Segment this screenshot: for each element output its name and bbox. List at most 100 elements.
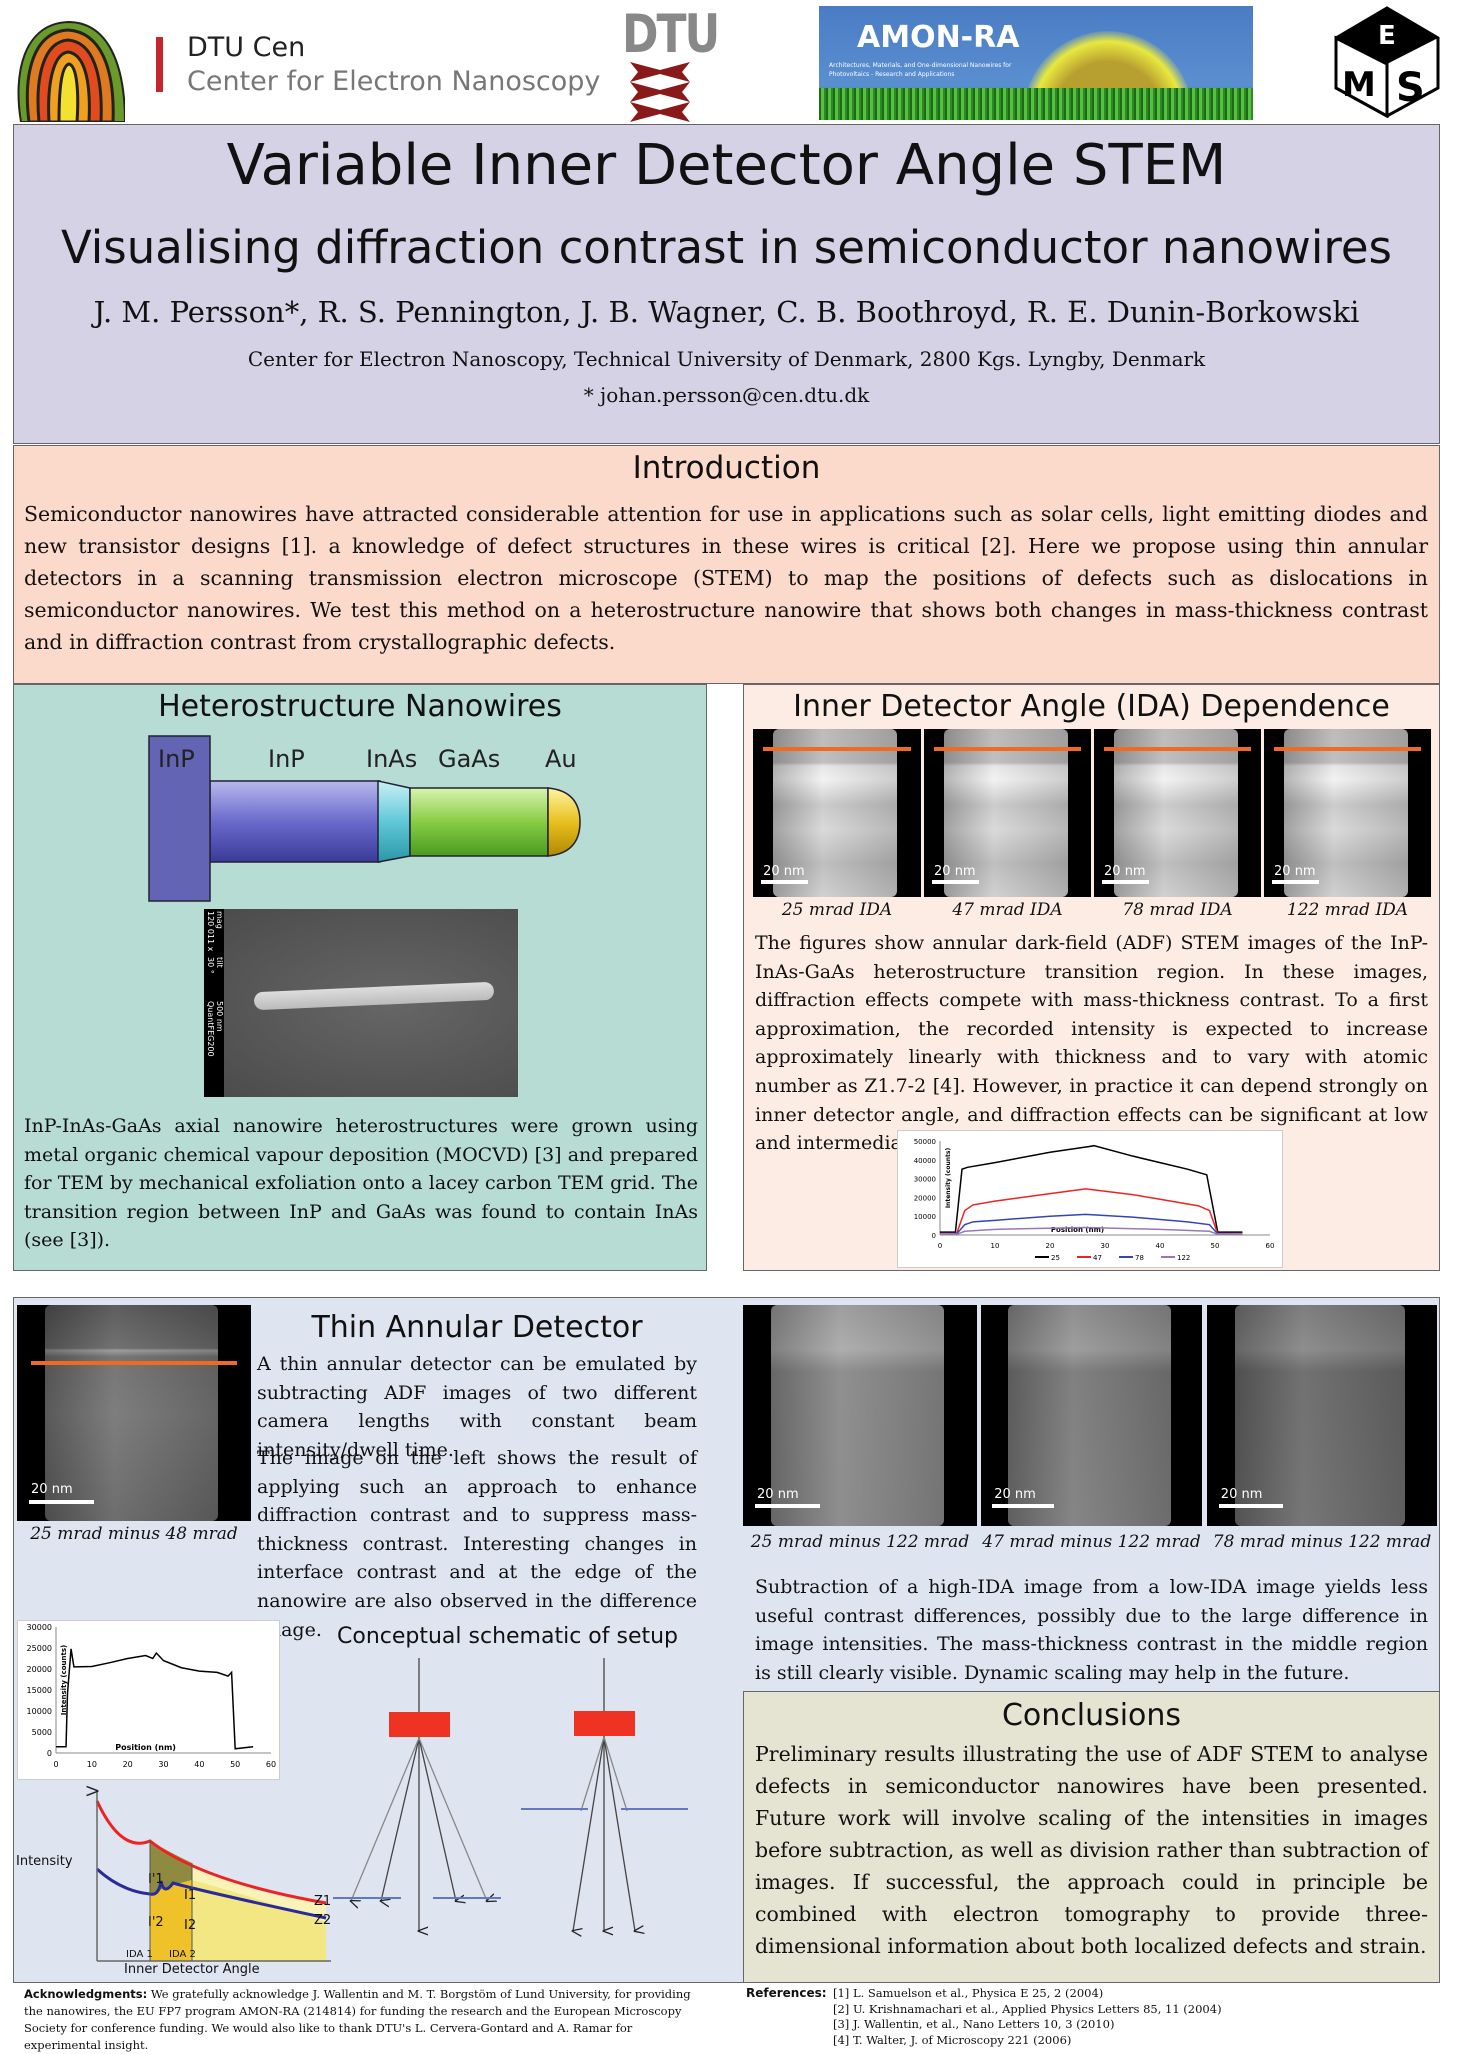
x-tick-label: 60 <box>266 1760 276 1769</box>
cen-logo <box>13 14 127 124</box>
affiliation: Center for Electron Nanoscopy, Technical… <box>247 347 1206 371</box>
y-tick-label: 0 <box>47 1749 52 1758</box>
x-tick-label: 40 <box>194 1760 204 1769</box>
poster-title: Variable Inner Detector Angle STEM <box>226 133 1227 198</box>
inp-rod <box>209 780 381 863</box>
au-cap <box>547 787 581 857</box>
conclusions-panel: Conclusions Preliminary results illustra… <box>743 1691 1440 1983</box>
thin-annular-heading: Thin Annular Detector <box>311 1310 643 1345</box>
x-tick-label: 50 <box>1211 1242 1220 1250</box>
sem-tilt-label: tilt <box>215 957 224 968</box>
heterostructure-heading: Heterostructure Nanowires <box>158 689 562 724</box>
thin-annular-text-1: A thin annular detector can be emulated … <box>257 1353 697 1461</box>
sem-instrument: QuantFEG200 <box>206 1001 215 1057</box>
label-inp-substrate: InP <box>158 745 195 773</box>
x-tick-label: 20 <box>1046 1242 1055 1250</box>
ida-diagram-z1: Z1 <box>314 1894 332 1909</box>
ida-diagram-ylabel: Intensity <box>16 1854 73 1869</box>
y-axis-label: Intensity (counts) <box>945 1148 952 1209</box>
y-tick-label: 10000 <box>914 1213 936 1221</box>
ida-diagram-z2: Z2 <box>314 1913 332 1928</box>
y-tick-label: 50000 <box>914 1138 936 1146</box>
x-tick-label: 10 <box>87 1760 97 1769</box>
ida-panel: Inner Detector Angle (IDA) Dependence 20… <box>743 684 1440 1271</box>
svg-text:M: M <box>1342 65 1376 105</box>
y-tick-label: 15000 <box>27 1686 52 1695</box>
stem-image-25-minus-122: 20 nm <box>743 1305 977 1526</box>
caption-78: 78 mrad IDA <box>1122 900 1233 920</box>
label-gaas: GaAs <box>438 745 501 773</box>
stem-image-78: 20 nm <box>1094 729 1261 897</box>
specimen-2 <box>574 1711 635 1736</box>
introduction-heading: Introduction <box>632 450 821 486</box>
inp-substrate-block <box>148 735 211 902</box>
caption-25-minus-122: 25 mrad minus 122 mrad <box>750 1532 970 1552</box>
svg-text:E: E <box>1378 21 1396 51</box>
acknowledgments-label: Acknowledgments: <box>24 1987 148 2001</box>
nanowire-diagram <box>148 735 581 902</box>
introduction-panel: Introduction Semiconductor nanowires hav… <box>13 445 1440 684</box>
ems-logo: E M S <box>1334 6 1440 119</box>
x-tick-label: 0 <box>53 1760 58 1769</box>
inas-segment <box>377 780 411 863</box>
references-list: [1] L. Samuelson et al., Physica E 25, 2… <box>833 1986 1222 2048</box>
stem-image-difference: 20 nm <box>17 1305 251 1521</box>
thin-annular-text-2: The image on the left shows the result o… <box>257 1447 697 1641</box>
series-line-25 <box>940 1144 1243 1233</box>
introduction-text: Semiconductor nanowires have attracted c… <box>24 502 1428 654</box>
title-panel: Variable Inner Detector Angle STEM Visua… <box>13 124 1440 444</box>
stem-image-47: 20 nm <box>924 729 1091 897</box>
x-tick-label: 0 <box>938 1242 942 1250</box>
ida-diagram-ida2: IDA 2 <box>169 1949 196 1960</box>
stem-image-47-minus-122: 20 nm <box>981 1305 1202 1526</box>
specimen-1 <box>389 1712 450 1737</box>
series-line-78 <box>939 1213 1243 1236</box>
heterostructure-text: InP-InAs-GaAs axial nanowire heterostruc… <box>24 1115 698 1252</box>
label-inas: InAs <box>366 745 418 773</box>
stem-image-122: 20 nm <box>1264 729 1431 897</box>
contact-email: * johan.persson@cen.dtu.dk <box>583 383 870 407</box>
amonra-logo: AMON-RA Architectures, Materials, and On… <box>819 6 1253 120</box>
sem-scale-label: 500 nm <box>215 1001 224 1032</box>
reference-2: [2] U. Krishnamachari et al., Applied Ph… <box>833 2001 1222 2016</box>
x-tick-label: 40 <box>1156 1242 1165 1250</box>
legend-label: 122 <box>1177 1254 1190 1262</box>
stem-image-25: 20 nm <box>753 729 921 897</box>
thin-annular-panel: 20 nm 25 mrad minus 48 mrad Thin Annular… <box>13 1297 1440 1983</box>
svg-text:S: S <box>1396 65 1425 111</box>
x-tick-label: 30 <box>158 1760 168 1769</box>
x-axis-label: Position (nm) <box>1051 1226 1104 1234</box>
series-line-122 <box>939 1226 1243 1236</box>
x-tick-label: 10 <box>991 1242 1000 1250</box>
reference-4: [4] T. Walter, J. of Microscopy 221 (200… <box>833 2032 1072 2047</box>
caption-122: 122 mrad IDA <box>1286 900 1409 920</box>
caption-78-minus-122: 78 mrad minus 122 mrad <box>1212 1532 1432 1552</box>
thin-annular-text-3: Subtraction of a high-IDA image from a l… <box>755 1576 1428 1684</box>
sem-mag-value: 120 011 x <box>206 911 215 952</box>
gaas-segment <box>409 787 549 857</box>
ida-conceptual-diagram <box>97 1791 331 1962</box>
conclusions-text: Preliminary results illustrating the use… <box>755 1742 1428 1958</box>
ida-diagram-i2-prime: I'2 <box>148 1915 164 1930</box>
cen-logo-bar <box>156 37 163 92</box>
ida-text: The figures show annular dark-field (ADF… <box>755 932 1428 1155</box>
x-axis-label: Position (nm) <box>115 1743 176 1752</box>
setup-schematic <box>14 1658 688 1962</box>
cen-full-name: Center for Electron Nanoscopy <box>187 66 601 97</box>
cen-name: DTU Cen <box>187 32 306 63</box>
authors: J. M. Persson*, R. S. Pennington, J. B. … <box>93 295 1360 329</box>
acknowledgments: Acknowledgments: We gratefully acknowled… <box>24 1986 704 2054</box>
reference-3: [3] J. Wallentin, et al., Nano Letters 1… <box>833 2017 1115 2031</box>
ida-diagram-i1: I1 <box>184 1888 197 1903</box>
caption-difference: 25 mrad minus 48 mrad <box>30 1524 238 1544</box>
caption-47: 47 mrad IDA <box>952 900 1063 920</box>
y-tick-label: 20000 <box>27 1665 52 1674</box>
reference-1: [1] L. Samuelson et al., Physica E 25, 2… <box>833 1986 1104 2000</box>
caption-47-minus-122: 47 mrad minus 122 mrad <box>982 1532 1201 1552</box>
ida-diagram-xlabel: Inner Detector Angle <box>124 1962 260 1977</box>
ida-diagram-ida1: IDA 1 <box>126 1949 153 1960</box>
y-tick-label: 5000 <box>32 1728 52 1737</box>
series-line-difference <box>56 1648 254 1750</box>
